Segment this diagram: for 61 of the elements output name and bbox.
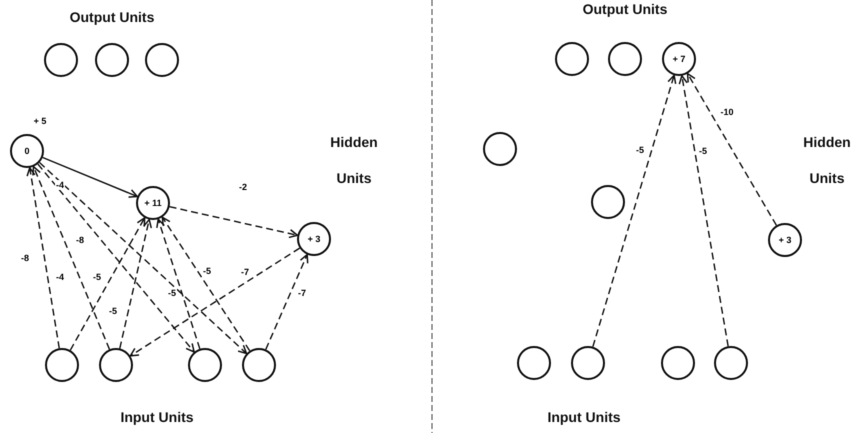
- layer-label: Input Units: [546, 408, 622, 426]
- connection-arrow: [265, 254, 308, 350]
- circle-unit: [483, 132, 517, 166]
- circle-unit: [45, 348, 79, 382]
- weight-label: -5: [92, 272, 102, 282]
- circle-unit: [44, 43, 78, 77]
- unit-value: 0: [24, 146, 30, 156]
- weight-label: -5: [108, 306, 118, 316]
- weight-label: -10: [720, 107, 734, 117]
- connection-arrow: [156, 218, 200, 350]
- connection-arrow: [42, 156, 138, 198]
- connection-arrow: [37, 164, 195, 353]
- unit-circle: [662, 42, 696, 76]
- weight-label: -5: [202, 266, 212, 276]
- connection-arrow: [26, 167, 60, 348]
- circle-unit: [714, 346, 748, 380]
- weight-label: -4: [55, 180, 65, 190]
- connection-arrow: [162, 216, 250, 352]
- weight-label: -4: [55, 272, 65, 282]
- unit-circle: [768, 223, 802, 257]
- weight-label: -5: [167, 288, 177, 298]
- circle-unit: [242, 348, 276, 382]
- circle-unit: [608, 42, 642, 76]
- unit-value: + 7: [672, 54, 686, 64]
- circle-unit: [99, 348, 133, 382]
- circle-unit: [188, 348, 222, 382]
- circle-unit: [95, 43, 129, 77]
- connection-arrow: [70, 217, 146, 351]
- unit-value: + 3: [778, 235, 792, 245]
- layer-label: Output Units: [582, 0, 668, 18]
- unit-circle: [10, 134, 44, 168]
- layer-label: Hidden Units: [802, 133, 852, 188]
- circle-unit: [571, 346, 605, 380]
- weight-label: -7: [240, 267, 250, 277]
- unit-circle: [297, 222, 331, 256]
- layer-label: Hidden Units: [329, 133, 379, 188]
- weight-label: -7: [297, 288, 307, 298]
- connection-arrow: [686, 72, 778, 226]
- circle-unit: [517, 346, 551, 380]
- connection-arrow: [592, 74, 676, 347]
- connection-arrow: [130, 248, 300, 357]
- layer-label: Input Units: [119, 408, 195, 426]
- weight-label: + 5: [32, 116, 48, 126]
- weight-label: -8: [20, 253, 30, 263]
- unit-value: + 11: [144, 198, 162, 208]
- weight-label: -8: [75, 235, 85, 245]
- weight-label: -5: [698, 146, 708, 156]
- circle-unit: [145, 43, 179, 77]
- connection-arrow: [169, 206, 298, 238]
- connection-arrow: [119, 218, 152, 349]
- connection-arrow: [678, 75, 729, 346]
- unit-value: + 3: [308, 234, 320, 244]
- weight-label: -5: [635, 145, 645, 155]
- weight-label: -2: [238, 182, 248, 192]
- connection-arrow: [39, 162, 248, 354]
- circle-unit: [591, 185, 625, 219]
- circle-unit: [661, 346, 695, 380]
- unit-circle: [136, 186, 170, 220]
- circle-unit: [555, 42, 589, 76]
- connection-arrow: [32, 166, 110, 350]
- layer-label: Output Units: [68, 8, 156, 26]
